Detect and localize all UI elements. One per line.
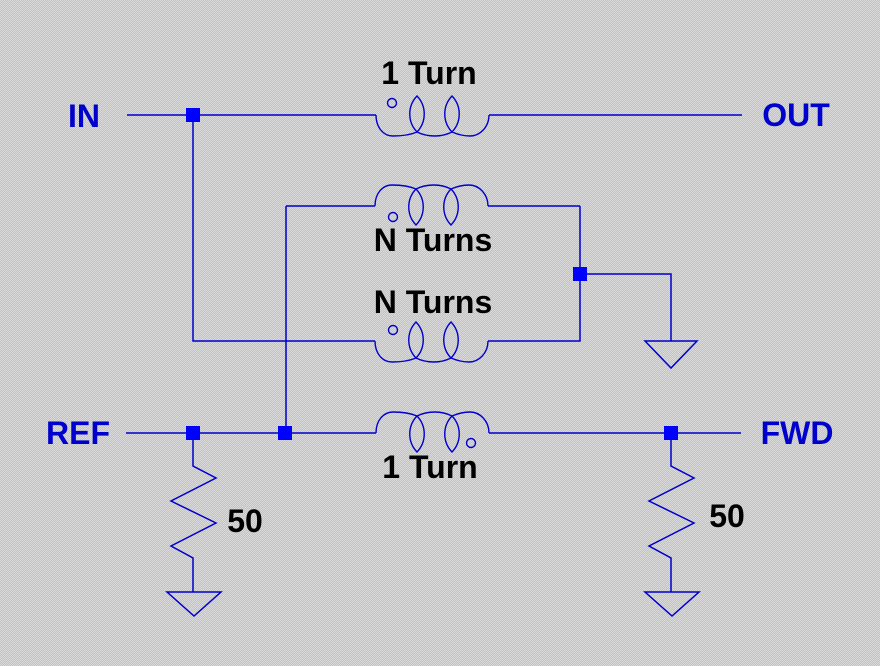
port-label-out[interactable]: OUT [762, 97, 830, 133]
port-label-in[interactable]: IN [68, 98, 100, 134]
inductor-top-1-turn[interactable] [375, 95, 490, 137]
wire-branch-to-ground [580, 273, 672, 341]
ground-icon[interactable] [643, 340, 699, 370]
label-bottom-transformer-turns: 1 Turn [382, 449, 478, 485]
wire-in-junction-to-lower-secondary [192, 115, 375, 342]
phase-dot-icon [387, 324, 399, 336]
junction-dot [186, 108, 200, 122]
junction-dot [186, 426, 200, 440]
junction-dot [573, 267, 587, 281]
label-ref-resistor-value: 50 [227, 503, 263, 539]
phase-dot-icon [387, 211, 399, 223]
port-label-fwd[interactable]: FWD [760, 415, 834, 451]
inductor-secondary-upper[interactable] [374, 184, 489, 226]
wire-secondary-right-vertical [488, 206, 581, 342]
phase-dot-icon [386, 97, 398, 109]
phase-dot-icon [465, 437, 477, 449]
inductor-bottom-1-turn[interactable] [375, 411, 490, 453]
ground-icon[interactable] [643, 591, 701, 618]
label-secondary-lower-turns: N Turns [373, 284, 493, 320]
label-top-transformer-turns: 1 Turn [381, 55, 477, 91]
junction-dot [278, 426, 292, 440]
label-fwd-resistor-value: 50 [709, 498, 745, 534]
resistor-ref-50[interactable] [169, 433, 218, 592]
ground-icon[interactable] [165, 591, 223, 618]
port-label-ref[interactable]: REF [46, 415, 110, 451]
resistor-fwd-50[interactable] [647, 433, 696, 592]
junction-dot [664, 426, 678, 440]
inductor-secondary-lower[interactable] [374, 321, 489, 363]
label-secondary-upper-turns: N Turns [373, 222, 493, 258]
